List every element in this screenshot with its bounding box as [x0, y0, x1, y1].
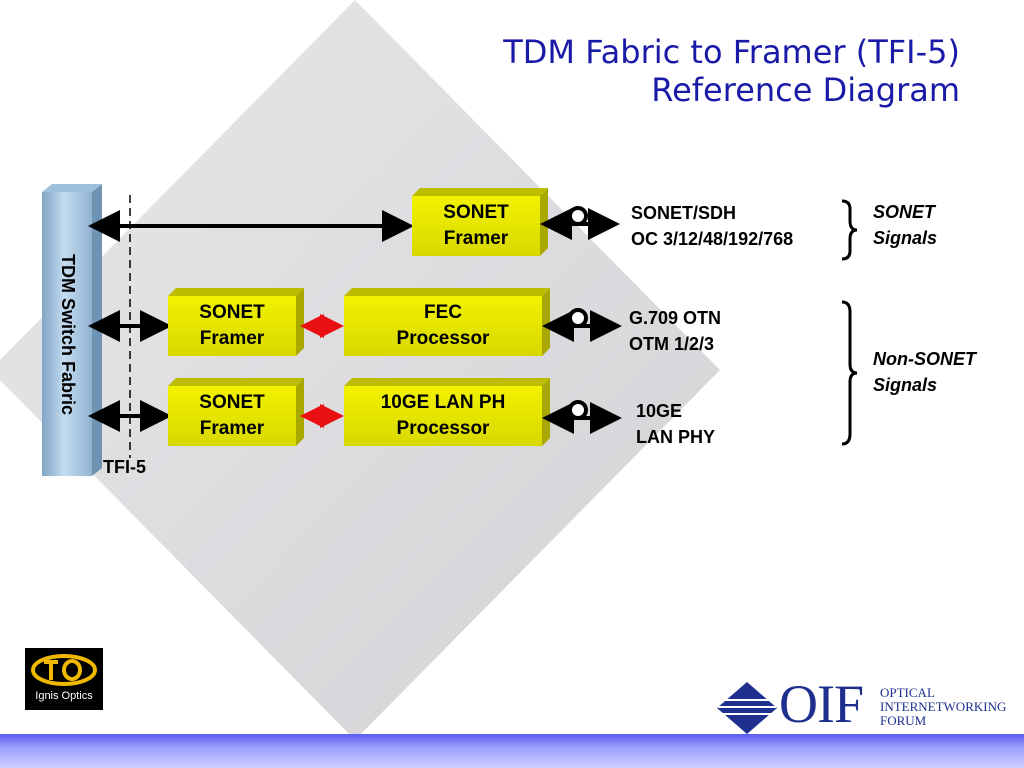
signal-label-10ge-lan-phy: 10GE LAN PHY: [636, 398, 715, 450]
group-line-2: Signals: [873, 228, 938, 248]
oif-logo-name: OPTICAL INTERNETWORKING FORUM: [880, 686, 1006, 728]
block-line-1: SONET: [443, 202, 509, 223]
oif-line-1: OPTICAL: [880, 685, 935, 700]
block-line-2: Framer: [199, 418, 265, 439]
signal-line-1: 10GE: [636, 401, 683, 421]
sonet-signals-brace: [841, 199, 858, 261]
block-line-2: Framer: [199, 328, 265, 349]
oif-line-3: FORUM: [880, 713, 927, 728]
signal-line-2: LAN PHY: [636, 427, 716, 447]
sonet-framer-block-3: [168, 378, 304, 446]
signal-line-2: OTM 1/2/3: [629, 334, 715, 354]
oif-line-2: INTERNETWORKING: [880, 699, 1007, 714]
fiber-loop-icon-3: [568, 400, 588, 420]
block-line-1: FEC: [423, 302, 462, 323]
title-line-2: Reference Diagram: [651, 71, 960, 109]
fec-processor-label: FEC Processor: [344, 296, 542, 356]
footer-bar: [0, 734, 1024, 768]
block-line-1: SONET: [199, 392, 265, 413]
group-label-non-sonet-signals: Non-SONET Signals: [873, 346, 976, 398]
signal-label-sonet-sdh: SONET/SDH OC 3/12/48/192/768: [631, 200, 793, 252]
sonet-framer-3-label: SONET Framer: [168, 386, 296, 446]
title-line-1: TDM Fabric to Framer (TFI-5): [503, 33, 960, 71]
signal-label-g709-otn: G.709 OTN OTM 1/2/3: [629, 305, 721, 357]
ignis-optics-logo-mark: [25, 648, 103, 710]
block-line-1: 10GE LAN PH: [380, 392, 506, 413]
10ge-lan-phy-processor-block: [344, 378, 550, 446]
tdm-switch-fabric: TDM Switch Fabric: [42, 192, 92, 476]
sonet-framer-2-label: SONET Framer: [168, 296, 296, 356]
fiber-loop-icon-2: [568, 308, 588, 328]
signal-line-1: G.709 OTN: [629, 308, 722, 328]
tfi5-label: TFI-5: [103, 457, 146, 477]
signal-line-2: OC 3/12/48/192/768: [631, 229, 794, 249]
block-line-1: SONET: [199, 302, 265, 323]
fiber-loop-icon-1: [568, 206, 588, 226]
oif-diamond-icon: [717, 682, 777, 734]
group-line-2: Signals: [873, 375, 938, 395]
slide-title: TDM Fabric to Framer (TFI-5) Reference D…: [503, 33, 960, 109]
signal-line-1: SONET/SDH: [631, 203, 737, 223]
block-line-2: Processor: [396, 328, 490, 349]
background-diamond: [0, 0, 720, 740]
sonet-framer-1-label: SONET Framer: [412, 196, 540, 256]
fec-processor-block: [344, 288, 550, 356]
group-label-sonet-signals: SONET Signals: [873, 199, 937, 251]
group-line-1: Non-SONET: [873, 349, 976, 369]
non-sonet-signals-brace: [841, 300, 858, 446]
ignis-optics-logo-text: Ignis Optics: [35, 690, 93, 702]
group-line-1: SONET: [873, 202, 936, 222]
block-line-2: Processor: [396, 418, 490, 439]
oif-logo-letters: OIF: [779, 674, 864, 734]
10ge-lan-phy-processor-label: 10GE LAN PH Processor: [344, 386, 542, 446]
tdm-switch-fabric-label: TDM Switch Fabric: [57, 253, 78, 415]
block-line-2: Framer: [443, 228, 509, 249]
